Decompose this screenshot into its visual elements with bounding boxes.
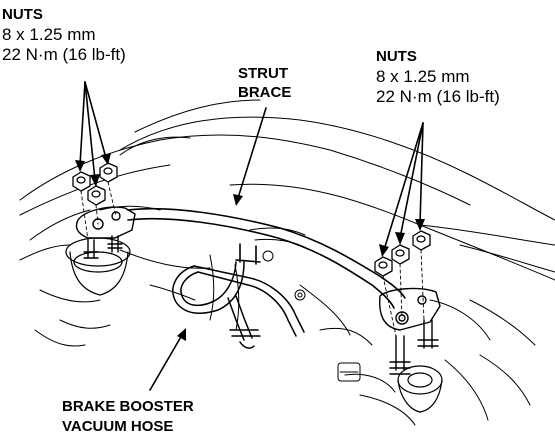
right-nuts <box>374 230 431 277</box>
right-nut-3 <box>412 230 431 251</box>
right-nut-1 <box>374 256 393 277</box>
left-brace-plate <box>75 206 136 259</box>
left-nuts-title: NUTS <box>2 6 43 23</box>
left-nuts-size: 8 x 1.25 mm <box>2 25 96 44</box>
vacuum-hose <box>172 261 305 349</box>
strut-brace-bar <box>127 207 406 309</box>
left-nut-3 <box>99 162 118 183</box>
leader-lines <box>79 81 424 391</box>
left-nut-1 <box>72 171 91 192</box>
right-nuts-size: 8 x 1.25 mm <box>376 67 470 86</box>
arrowheads <box>75 153 425 341</box>
left-nuts <box>72 162 118 206</box>
right-nuts-torque: 22 N·m (16 lb-ft) <box>376 87 500 106</box>
strut-brace-label-line1: STRUT <box>238 65 288 82</box>
left-nut-2 <box>87 185 106 206</box>
left-shock-tower <box>65 237 131 296</box>
brake-hose-label-line2: VACUUM HOSE <box>62 418 174 435</box>
right-nut-2 <box>391 244 410 265</box>
brake-hose-label-line1: BRAKE BOOSTER <box>62 398 194 415</box>
left-nuts-torque: 22 N·m (16 lb-ft) <box>2 45 126 64</box>
right-brace-plate <box>379 287 441 375</box>
right-nuts-title: NUTS <box>376 48 417 65</box>
engine-details <box>262 250 361 382</box>
alignment-lines <box>80 181 425 337</box>
right-shock-tower <box>397 365 443 413</box>
strut-brace-label-line2: BRACE <box>238 84 292 101</box>
body-contours <box>19 99 555 426</box>
